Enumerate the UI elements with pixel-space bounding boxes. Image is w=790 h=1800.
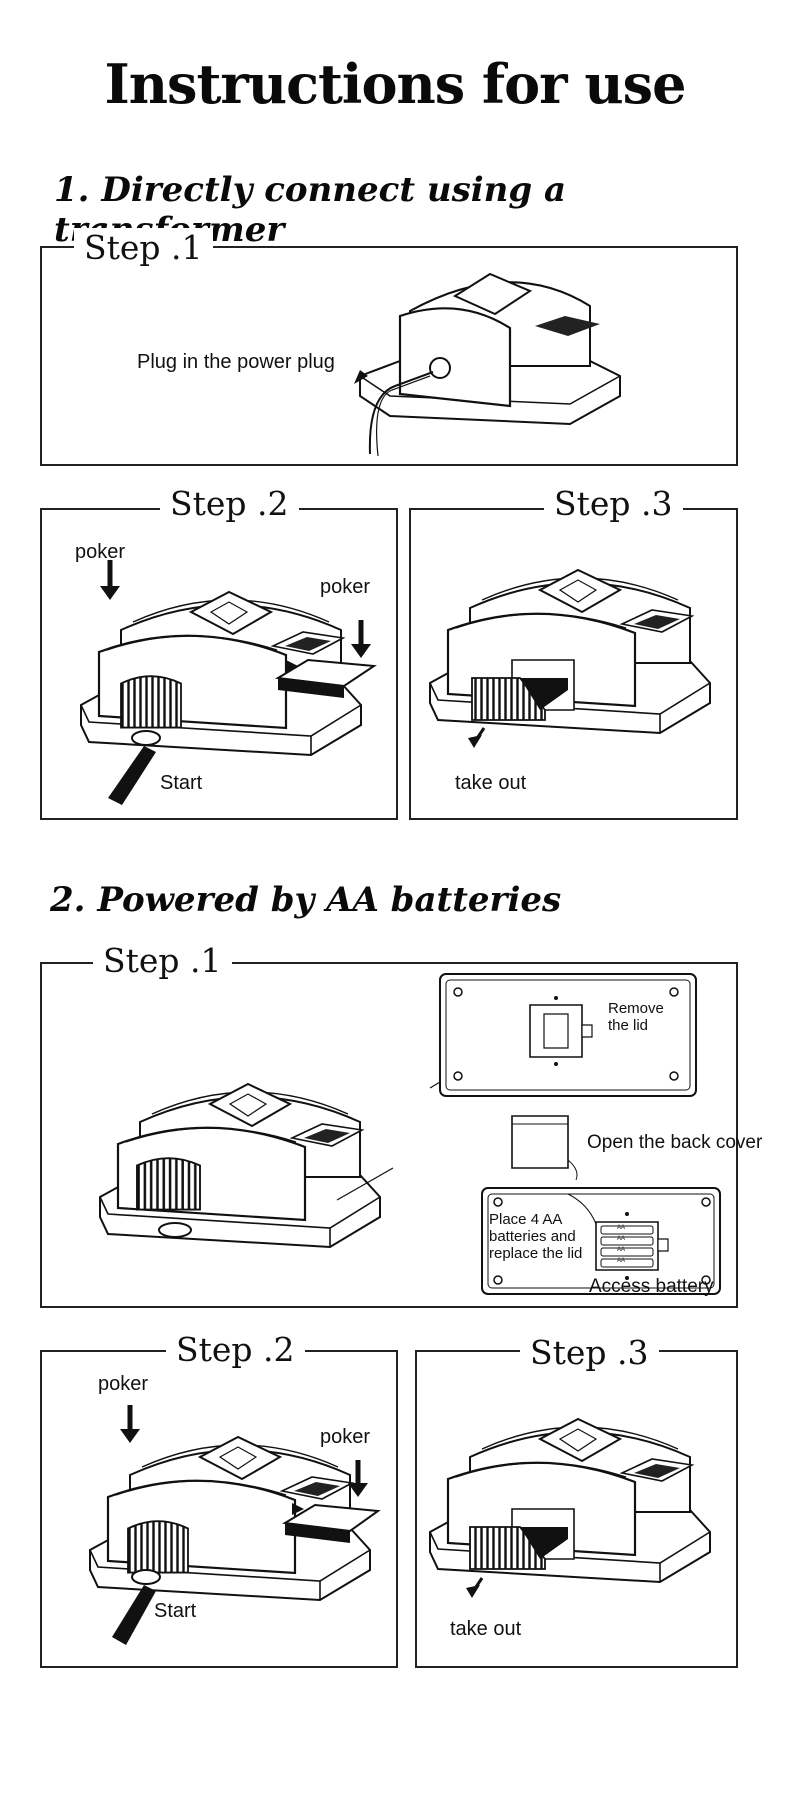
back-cover-panel xyxy=(430,970,700,1105)
start-label: Start xyxy=(160,772,203,794)
take-out-label: take out xyxy=(455,772,527,794)
poker-label-left: poker xyxy=(75,541,126,563)
battery-mark: AA xyxy=(617,1247,626,1253)
shuffler-load-illustration xyxy=(88,1405,396,1645)
battery-mark: AA xyxy=(617,1225,626,1231)
battery-mark: AA xyxy=(617,1258,626,1264)
shuffler-plug-illustration xyxy=(354,256,680,456)
battery-compartment-panel xyxy=(478,1184,723,1299)
shuffler-battery-illustration xyxy=(98,1082,385,1249)
shuffler-takeout-illustration xyxy=(428,1417,712,1598)
remove-lid-label: Remove the lid xyxy=(608,1000,664,1034)
page-title: Instructions for use xyxy=(104,52,687,116)
step-legend: Step .2 xyxy=(160,484,299,524)
place-batteries-label: Place 4 AA batteries and replace the lid xyxy=(489,1211,583,1262)
plug-caption: Plug in the power plug xyxy=(137,351,335,373)
poker-label-right: poker xyxy=(320,1426,371,1448)
step-legend: Step .1 xyxy=(74,228,213,268)
step-panel-s2-1 xyxy=(40,962,738,1308)
take-out-label: take out xyxy=(450,1618,522,1640)
access-battery-label: Access battery xyxy=(589,1276,714,1297)
shuffler-load-illustration xyxy=(79,560,392,805)
battery-lid xyxy=(510,1110,580,1180)
battery-mark: AA xyxy=(617,1236,626,1242)
start-label: Start xyxy=(154,1600,197,1622)
open-back-cover-label: Open the back cover xyxy=(587,1132,763,1153)
step-legend: Step .1 xyxy=(93,941,232,981)
poker-label-left: poker xyxy=(98,1373,149,1395)
step-legend: Step .3 xyxy=(520,1333,659,1373)
step-legend: Step .2 xyxy=(166,1330,305,1370)
section-heading-batteries: 2. Powered by AA batteries xyxy=(50,880,562,920)
poker-label-right: poker xyxy=(320,576,371,598)
step-panel-s1-1 xyxy=(40,246,738,466)
step-legend: Step .3 xyxy=(544,484,683,524)
shuffler-takeout-illustration xyxy=(428,568,712,748)
